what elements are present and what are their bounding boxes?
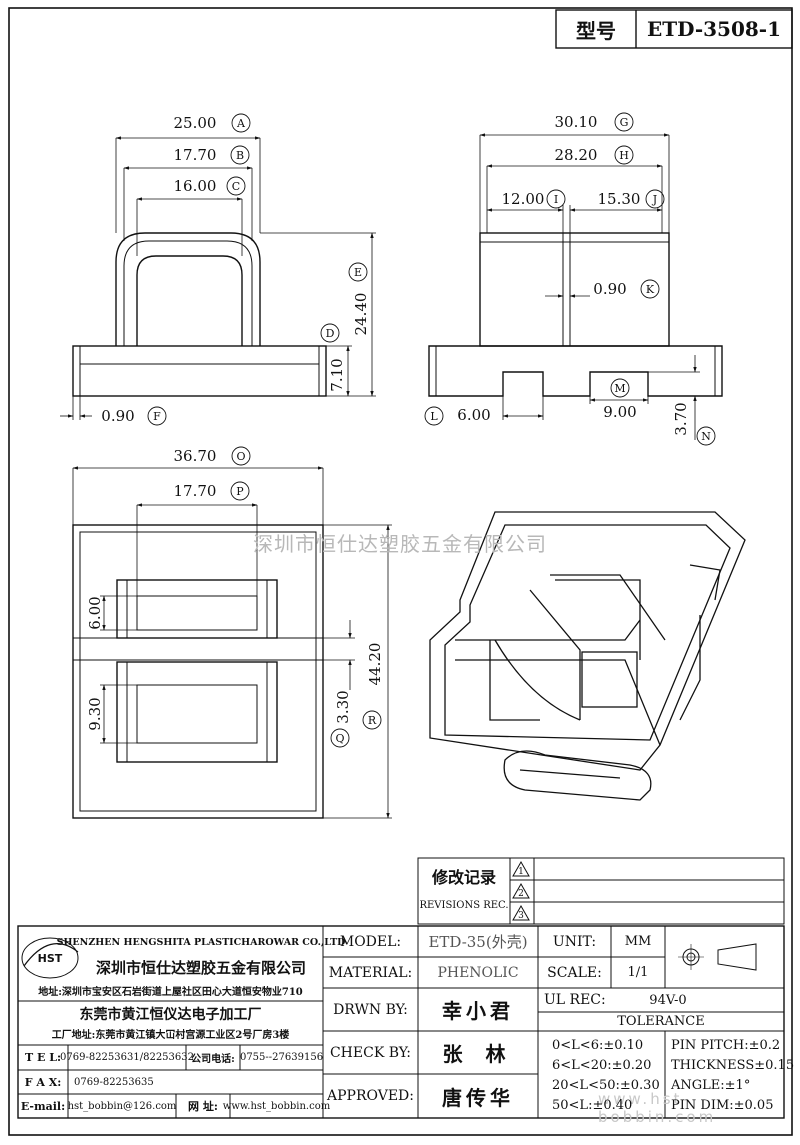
company-tel-value: 0755--27639156 <box>239 1052 324 1063</box>
dim-a-value: 25.00 <box>173 114 217 132</box>
dim-letter-p: P <box>236 484 244 498</box>
dim-letter-o: O <box>236 449 246 463</box>
tolerance-line-3: 20<L<50:±0.30 <box>552 1077 660 1093</box>
tolerance-line-2: 6<L<20:±0.20 <box>552 1057 652 1073</box>
dim-letter-q: Q <box>335 731 345 745</box>
approved-value: 唐传华 <box>442 1085 514 1110</box>
ul-label: UL REC: <box>544 992 606 1008</box>
factory-name: 东莞市黄江恒仪达电子加工厂 <box>79 1007 262 1023</box>
fax-label: F A X: <box>24 1075 62 1089</box>
watermark-url: www.hst-bobbin.com <box>598 1090 717 1126</box>
front-view <box>72 232 327 397</box>
email-label: E-mail: <box>20 1099 66 1113</box>
approved-label: APPROVED: <box>327 1088 414 1104</box>
pin-pitch: PIN PITCH:±0.2 <box>671 1037 781 1053</box>
dim-l-value: 6.00 <box>457 406 491 424</box>
tel-value: 0769-82253631/82253632 <box>60 1052 194 1063</box>
tolerance-line-4: 50<L:±0.40 <box>552 1097 633 1113</box>
dim-letter-k: K <box>645 282 655 296</box>
tolerance-line-1: 0<L<6:±0.10 <box>552 1037 644 1053</box>
dim-letter-a: A <box>237 116 245 130</box>
company-name-en: SHENZHEN HENGSHITA PLASTICHAROWAR CO.,LT… <box>56 936 346 948</box>
revisions-title-cn: 修改记录 <box>431 868 496 887</box>
dim-o-value: 36.70 <box>173 447 217 465</box>
check-by-label: CHECK BY: <box>329 1044 412 1061</box>
pin-dim: PIN DIM:±0.05 <box>671 1097 774 1113</box>
unit-label: UNIT: <box>552 933 597 950</box>
drawn-by-value: 幸小君 <box>442 999 514 1023</box>
email-value: hst_bobbin@126.com <box>67 1100 177 1112</box>
dim-letter-h: H <box>619 148 629 162</box>
dim-e-value: 24.40 <box>352 292 370 336</box>
dim-letter-d: D <box>325 326 335 340</box>
dim-b-value: 17.70 <box>173 146 217 164</box>
side-view <box>428 232 723 397</box>
watermark-text: 深圳市恒仕达塑胶五金有限公司 <box>253 532 547 556</box>
model-value: ETD-35(外壳) <box>428 933 528 951</box>
dim-letter-e: E <box>353 265 363 279</box>
dim-h-value: 28.20 <box>554 146 598 164</box>
dim-q-value: 3.30 <box>334 690 352 724</box>
dim-c-value: 16.00 <box>173 177 217 195</box>
scale-label: SCALE: <box>547 964 602 981</box>
top-view <box>72 524 324 819</box>
dim-t-value: 9.30 <box>86 697 104 731</box>
logo-text: HST <box>37 951 63 965</box>
dim-letter-f: F <box>153 409 161 423</box>
dim-r-value: 44.20 <box>366 642 384 686</box>
tolerance-label: TOLERANCE <box>617 1014 705 1029</box>
dim-letter-r: R <box>367 713 377 727</box>
revision-mark-2: 2 <box>518 889 524 899</box>
dim-m-value: 9.00 <box>603 403 637 421</box>
part-number: ETD-3508-1 <box>646 17 782 41</box>
dim-letter-n: N <box>701 429 711 443</box>
drawn-by-label: DRWN BY: <box>333 1001 408 1018</box>
material-label: MATERIAL: <box>328 964 413 981</box>
check-by-value: 张 林 <box>442 1042 514 1066</box>
web-label: 网 址: <box>188 1100 218 1113</box>
web-value: www.hst_bobbin.com <box>222 1100 331 1112</box>
type-label: 型号 <box>576 18 616 43</box>
revisions-title-en: REVISIONS REC. <box>419 899 509 911</box>
company-address: 地址:深圳市宝安区石岩街道上屋社区田心大道恒安物业710 <box>38 986 303 998</box>
company-tel-label: 公司电话: <box>191 1054 235 1065</box>
dim-s-value: 6.00 <box>86 596 104 630</box>
angle: ANGLE:±1° <box>671 1077 751 1093</box>
dim-letter-c: C <box>231 179 241 193</box>
revision-mark-1: 1 <box>518 867 524 877</box>
ul-value: 94V-0 <box>649 992 687 1008</box>
dim-letter-i: I <box>553 192 559 206</box>
factory-address: 工厂地址:东莞市黄江镇大冚村宫源工业区2号厂房3楼 <box>51 1029 290 1041</box>
dim-j-value: 15.30 <box>597 190 641 208</box>
dim-f-value: 0.90 <box>101 407 135 425</box>
model-label: MODEL: <box>339 933 402 950</box>
isometric-view <box>429 511 746 801</box>
company-name-cn: 深圳市恒仕达塑胶五金有限公司 <box>95 958 306 977</box>
material-value: PHENOLIC <box>437 964 519 981</box>
dim-letter-l: L <box>430 409 438 423</box>
dim-g-value: 30.10 <box>554 113 598 131</box>
dim-n-value: 3.70 <box>672 402 690 436</box>
dim-letter-g: G <box>619 115 629 129</box>
thickness: THICKNESS±0.15 <box>671 1057 795 1073</box>
dim-d-value: 7.10 <box>328 358 346 392</box>
fax-value: 0769-82253635 <box>74 1076 154 1088</box>
revision-mark-3: 3 <box>518 911 524 921</box>
dim-p-value: 17.70 <box>173 482 217 500</box>
dim-k-value: 0.90 <box>593 280 627 298</box>
dim-letter-m: M <box>614 381 626 395</box>
dim-i-value: 12.00 <box>501 190 545 208</box>
tel-label: T E L: <box>24 1051 62 1064</box>
dim-letter-b: B <box>235 148 245 162</box>
unit-value: MM <box>624 934 652 949</box>
dim-letter-j: J <box>652 192 658 206</box>
scale-value: 1/1 <box>627 965 649 980</box>
